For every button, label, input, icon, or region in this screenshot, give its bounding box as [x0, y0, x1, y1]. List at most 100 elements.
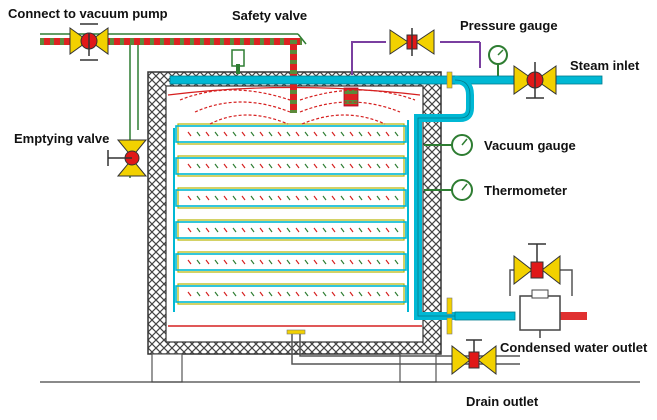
material-mark [394, 163, 399, 169]
material-mark [349, 227, 354, 233]
material-mark [367, 131, 372, 137]
material-mark [340, 291, 345, 297]
material-mark [196, 163, 201, 169]
shelf [175, 123, 407, 145]
left-leg [151, 353, 183, 383]
material-mark [358, 227, 363, 233]
material-mark [304, 291, 309, 297]
material-mark [340, 259, 345, 265]
material-mark [232, 195, 237, 201]
material-mark [214, 195, 219, 201]
material-mark [340, 227, 345, 233]
label-vacuum-gauge: Vacuum gauge [484, 138, 576, 153]
material-mark [277, 259, 282, 265]
material-mark [286, 259, 291, 265]
material-mark [241, 291, 246, 297]
material-mark [277, 163, 282, 169]
material-mark [268, 163, 273, 169]
material-mark [331, 227, 336, 233]
material-mark [205, 291, 210, 297]
material-mark [376, 291, 381, 297]
material-mark [277, 195, 282, 201]
tray [177, 219, 405, 241]
shelf [175, 283, 407, 305]
material-mark [376, 227, 381, 233]
material-mark [367, 227, 372, 233]
material-mark [214, 163, 219, 169]
material-mark [187, 227, 192, 233]
material-mark [286, 227, 291, 233]
material-mark [187, 291, 192, 297]
condensate-pipe [454, 311, 516, 321]
material-mark [232, 227, 237, 233]
heating-coil [175, 157, 407, 175]
material-mark [331, 163, 336, 169]
material-mark [250, 163, 255, 169]
material-mark [385, 291, 390, 297]
material-mark [376, 131, 381, 137]
material-mark [376, 259, 381, 265]
material-mark [304, 259, 309, 265]
material-mark [349, 291, 354, 297]
material-mark [286, 195, 291, 201]
material-mark [367, 163, 372, 169]
material-mark [259, 195, 264, 201]
material-mark [250, 131, 255, 137]
material-mark [286, 291, 291, 297]
label-drain-outlet: Drain outlet [466, 394, 539, 409]
safety-valve-icon [231, 49, 245, 74]
label-pressure-gauge: Pressure gauge [460, 18, 558, 33]
material-mark [241, 227, 246, 233]
material-mark [340, 131, 345, 137]
material-mark [223, 227, 228, 233]
material-mark [223, 163, 228, 169]
material-mark [268, 291, 273, 297]
material-mark [394, 131, 399, 137]
right-leg [399, 353, 437, 383]
material-mark [232, 163, 237, 169]
material-mark [376, 163, 381, 169]
material-mark [340, 195, 345, 201]
label-condensed-water-outlet: Condensed water outlet [500, 340, 648, 355]
shelf [175, 251, 407, 273]
tray [177, 155, 405, 177]
material-mark [205, 163, 210, 169]
tray [177, 283, 405, 305]
material-mark [196, 195, 201, 201]
steam-vapor-lines [167, 86, 421, 125]
material-mark [250, 195, 255, 201]
material-mark [214, 291, 219, 297]
material-mark [250, 227, 255, 233]
material-mark [187, 131, 192, 137]
material-mark [205, 259, 210, 265]
material-mark [268, 195, 273, 201]
material-mark [259, 291, 264, 297]
material-mark [223, 291, 228, 297]
material-mark [223, 259, 228, 265]
material-mark [367, 291, 372, 297]
label-vacuum-pump: Connect to vacuum pump [8, 6, 168, 21]
material-mark [205, 227, 210, 233]
material-mark [223, 131, 228, 137]
material-mark [277, 131, 282, 137]
material-mark [250, 259, 255, 265]
material-mark [259, 227, 264, 233]
material-mark [214, 227, 219, 233]
material-mark [187, 195, 192, 201]
label-emptying-valve: Emptying valve [14, 131, 109, 146]
material-mark [187, 163, 192, 169]
material-mark [367, 259, 372, 265]
vacuum-gauge-icon [424, 134, 473, 156]
material-mark [304, 195, 309, 201]
material-mark [304, 227, 309, 233]
material-mark [277, 291, 282, 297]
material-mark [304, 163, 309, 169]
thermometer-icon [424, 179, 473, 201]
shelf [175, 187, 407, 209]
material-mark [313, 291, 318, 297]
material-mark [322, 131, 327, 137]
steam-trap [519, 295, 561, 331]
material-mark [259, 131, 264, 137]
